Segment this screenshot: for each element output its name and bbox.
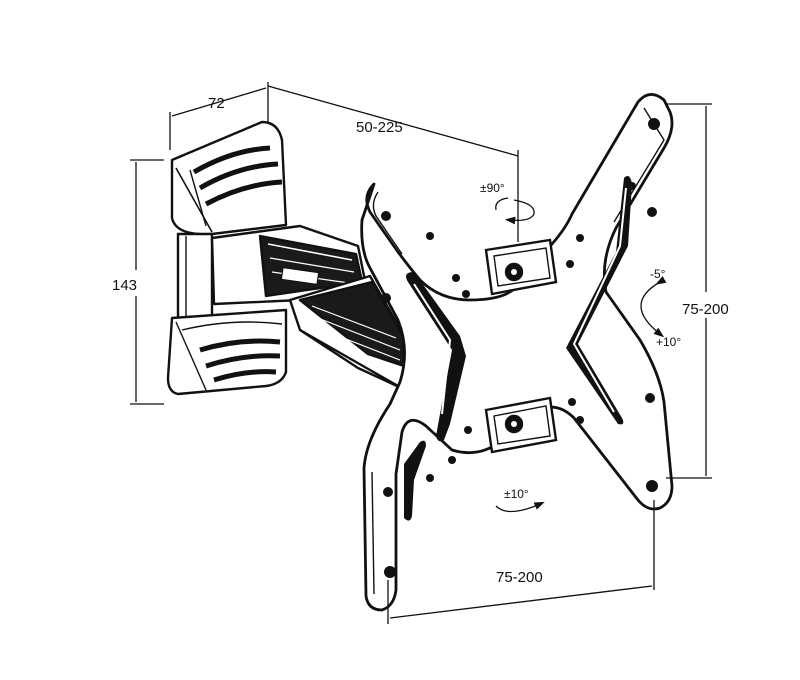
vesa-slot-lower-left [404, 440, 426, 521]
vesa-vertical-label: 75-200 [682, 301, 729, 318]
wall-plate [166, 120, 288, 396]
swivel-label: ±90° [480, 181, 505, 195]
tilt-up-label: +10° [656, 335, 681, 349]
vesa-plate-outline [360, 93, 674, 612]
width-dimension-label: 72 [208, 95, 225, 112]
vesa-slot-right [566, 176, 632, 425]
vesa-slot-upper-left [406, 272, 466, 442]
rotation-label: ±10° [504, 487, 529, 501]
tilt-down-label: -5° [650, 267, 666, 281]
extension-dimension-label: 50-225 [356, 119, 403, 136]
vesa-plate [360, 93, 674, 612]
dimension-lines [130, 82, 712, 624]
lower-bracket [484, 396, 558, 454]
mounting-holes [381, 118, 660, 578]
height-dimension-label: 143 [112, 277, 137, 294]
vesa-horizontal-label: 75-200 [496, 569, 543, 586]
upper-bracket [484, 238, 558, 296]
